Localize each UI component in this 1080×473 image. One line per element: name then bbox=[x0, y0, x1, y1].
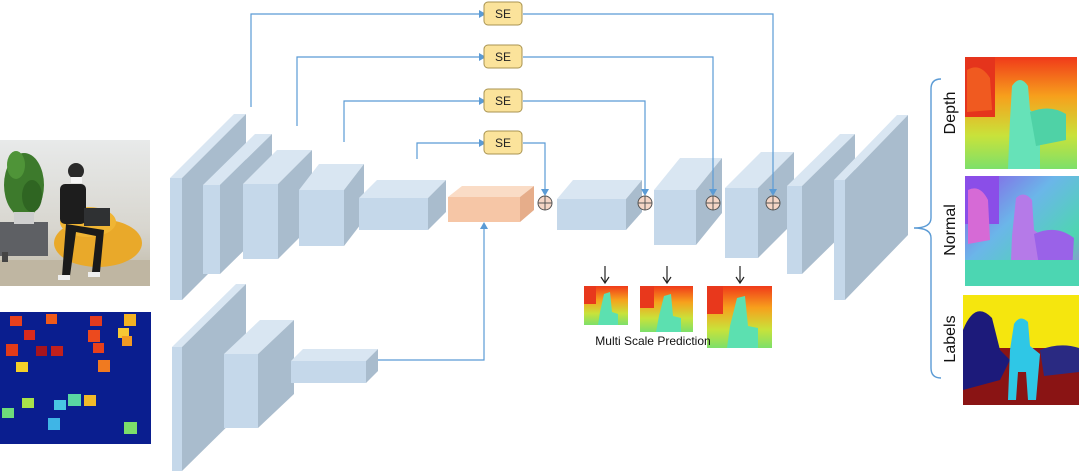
add-node-4 bbox=[765, 195, 781, 211]
se-label: SE bbox=[495, 50, 511, 64]
add-node-2 bbox=[637, 195, 653, 211]
bottleneck-block bbox=[448, 186, 534, 222]
skip-line-3 bbox=[343, 100, 483, 142]
se-label: SE bbox=[495, 136, 511, 150]
skip-line-4 bbox=[416, 142, 483, 159]
encoder-block-5 bbox=[359, 180, 446, 230]
input-rgb-image bbox=[0, 140, 150, 286]
output-labels-image bbox=[963, 295, 1079, 405]
skip-line-4-out bbox=[523, 142, 546, 194]
decoder-block-3 bbox=[725, 152, 794, 258]
multi-scale-prediction-1 bbox=[584, 266, 628, 325]
output-brace bbox=[913, 78, 942, 379]
skip-line-3-out bbox=[523, 100, 646, 194]
multi-scale-prediction-2 bbox=[640, 266, 693, 332]
output-label-depth: Depth bbox=[942, 92, 959, 135]
se-label: SE bbox=[495, 7, 511, 21]
se-block-2: SE bbox=[483, 44, 523, 69]
se-block-1: SE bbox=[483, 1, 523, 26]
decoder-block-4 bbox=[787, 134, 855, 274]
add-node-3 bbox=[705, 195, 721, 211]
input-sparse-depth bbox=[0, 312, 151, 444]
se-block-3: SE bbox=[483, 88, 523, 113]
decoder bbox=[557, 115, 908, 300]
output-label-labels: Labels bbox=[942, 315, 959, 362]
skip-connections bbox=[250, 13, 774, 361]
skip-line-2 bbox=[296, 56, 483, 126]
depth-encoder-block-2 bbox=[224, 320, 294, 428]
depth-to-bottleneck-line bbox=[378, 224, 485, 361]
output-normal-image bbox=[965, 176, 1079, 286]
depth-encoder-block-3 bbox=[291, 349, 378, 383]
output-label-normal: Normal bbox=[942, 204, 959, 256]
encoder-depth bbox=[172, 284, 378, 471]
add-node-1 bbox=[537, 195, 553, 211]
multi-scale-caption: Multi Scale Prediction bbox=[595, 334, 710, 348]
skip-line-1-out bbox=[523, 13, 774, 194]
skip-line-1 bbox=[250, 13, 483, 107]
encoder-rgb bbox=[170, 114, 446, 300]
output-depth-image bbox=[965, 57, 1077, 169]
arrowheads bbox=[479, 10, 777, 229]
multi-scale-prediction-3 bbox=[707, 266, 772, 348]
decoder-block-1 bbox=[557, 180, 642, 230]
se-label: SE bbox=[495, 94, 511, 108]
skip-line-2-out bbox=[523, 56, 714, 194]
depth-encoder-block-1 bbox=[172, 284, 246, 471]
encoder-block-4 bbox=[299, 164, 364, 246]
decoder-block-5 bbox=[834, 115, 908, 300]
se-block-4: SE bbox=[483, 130, 523, 155]
